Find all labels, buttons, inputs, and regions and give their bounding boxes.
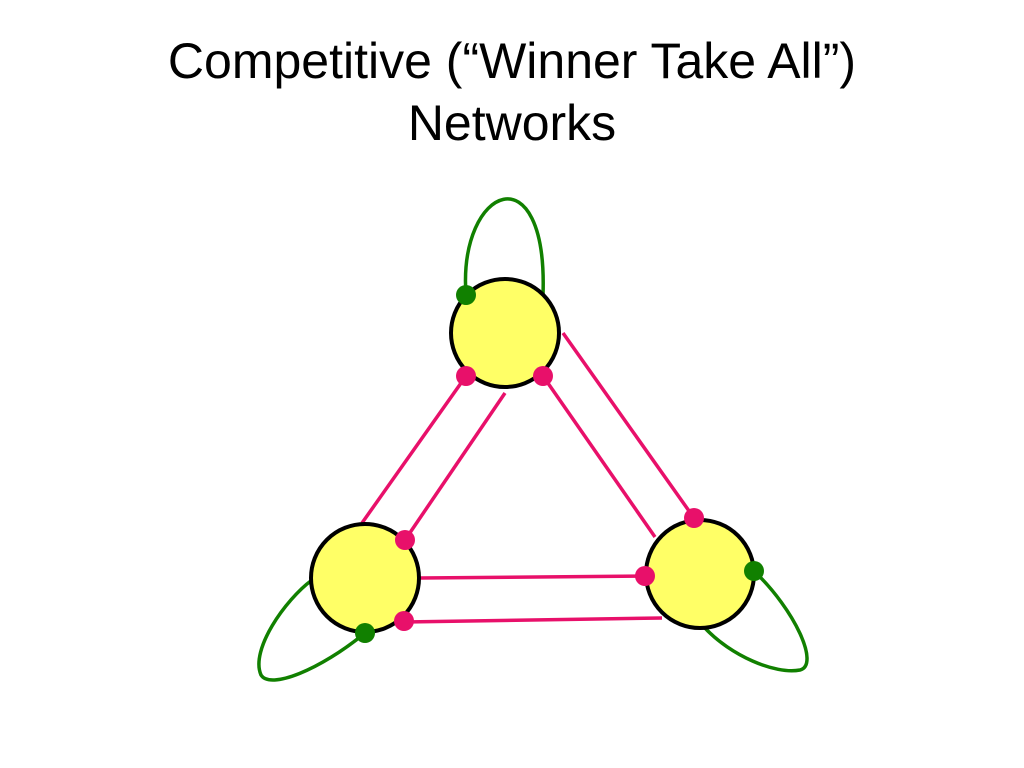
excitatory-synapse-top [456, 285, 476, 305]
connection-left-to-top [360, 374, 468, 525]
inhibitory-synapse-right-left [635, 566, 655, 586]
neuron-top [449, 277, 561, 389]
inhibitory-synapse-left-upper [395, 530, 415, 550]
connection-right-to-top [541, 375, 657, 538]
self-loop-right [703, 569, 809, 673]
excitatory-synapse-left [355, 623, 375, 643]
excitatory-synapse-right [744, 561, 764, 581]
connection-top-to-left [403, 392, 507, 541]
connection-left-to-right [419, 574, 646, 580]
self-loop-left [257, 578, 367, 682]
self-loop-top [463, 197, 545, 296]
slide-title: Competitive (“Winner Take All”) Networks [0, 30, 1024, 154]
connection-right-to-left [403, 616, 663, 624]
inhibitory-synapse-top-right [533, 366, 553, 386]
connection-top-to-right [561, 331, 696, 520]
inhibitory-synapse-left-lower [394, 611, 414, 631]
neuron-right [644, 518, 756, 630]
slide-title-line-1: Competitive (“Winner Take All”) [167, 33, 857, 89]
slide-title-line-2: Networks [407, 95, 617, 151]
inhibitory-synapse-top-left [456, 366, 476, 386]
inhibitory-synapse-right-upper [684, 508, 704, 528]
